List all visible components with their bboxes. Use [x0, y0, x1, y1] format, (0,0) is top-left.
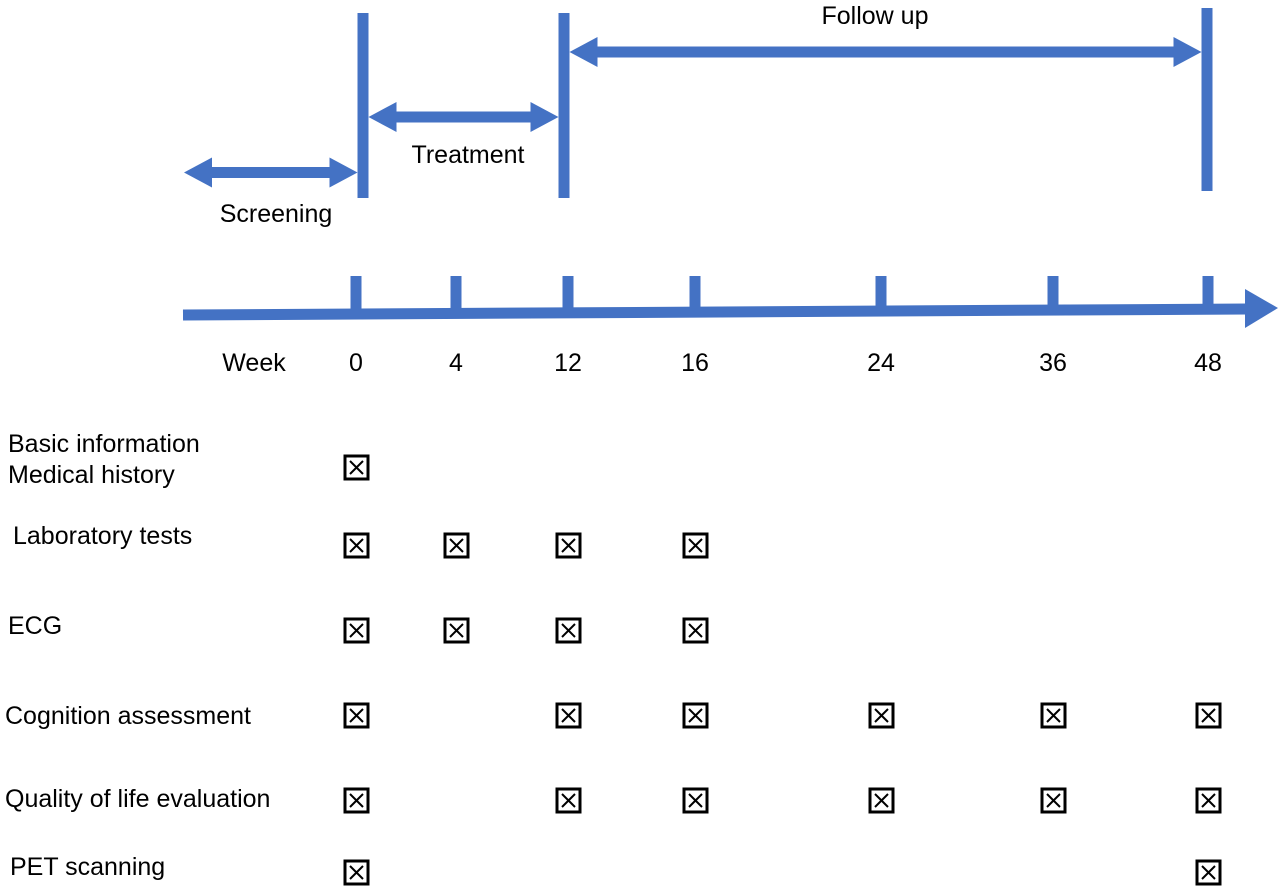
checked-checkbox-week-12 [555, 532, 582, 559]
x-mark-icon [1040, 787, 1066, 813]
assessment-label: Laboratory tests [13, 521, 192, 552]
assessment-label: Quality of life evaluation [5, 784, 270, 815]
timeline-axis-line [182, 303, 1249, 321]
assessment-label-line: Basic information [8, 430, 200, 458]
checked-checkbox-week-4 [443, 617, 470, 644]
week-ticks [350, 276, 1214, 318]
assessment-label-line: Laboratory tests [13, 522, 193, 550]
phase-label-treatment: Treatment [411, 141, 525, 169]
phase-label-screening: Screening [219, 200, 333, 228]
checked-checkbox-week-48 [1195, 859, 1222, 886]
treatment-arrow [368, 102, 559, 132]
checked-checkbox-week-48 [1195, 787, 1222, 814]
week-tick-label-48: 48 [1194, 349, 1222, 377]
checked-checkbox-week-0 [343, 859, 370, 886]
x-mark-icon [1195, 702, 1221, 728]
end-treatment-bar-week12 [558, 13, 570, 198]
x-mark-icon [555, 532, 581, 558]
x-mark-icon [555, 617, 581, 643]
week-tick-48 [1202, 276, 1214, 314]
end-study-bar-week48 [1201, 8, 1213, 191]
screening-arrowhead-right [329, 157, 358, 188]
follow-up-arrow [569, 37, 1202, 67]
week-tick-label-16: 16 [681, 349, 709, 377]
checked-checkbox-week-36 [1040, 702, 1067, 729]
checked-checkbox-week-36 [1040, 787, 1067, 814]
screening-arrowhead-left [184, 157, 212, 188]
checked-checkbox-week-24 [868, 787, 895, 814]
week-tick-16 [689, 276, 701, 317]
x-mark-icon [343, 617, 369, 643]
checked-checkbox-week-16 [682, 617, 709, 644]
x-mark-icon [555, 702, 581, 728]
x-mark-icon [682, 532, 708, 558]
assessment-label: Cognition assessment [5, 701, 251, 732]
screening-arrow [184, 157, 358, 188]
x-mark-icon [343, 454, 369, 480]
week-tick-12 [562, 276, 574, 317]
assessment-label: PET scanning [10, 852, 165, 883]
checked-checkbox-week-48 [1195, 702, 1222, 729]
x-mark-icon [555, 787, 581, 813]
week-axis-label: Week [222, 349, 286, 377]
x-mark-icon [343, 532, 369, 558]
x-mark-icon [682, 617, 708, 643]
treatment-arrowhead-left [368, 102, 397, 132]
timeline-axis-arrowhead [1245, 289, 1278, 328]
x-mark-icon [443, 617, 469, 643]
x-mark-icon [868, 702, 894, 728]
week-tick-label-0: 0 [349, 349, 363, 377]
assessment-label: ECG [8, 611, 62, 642]
follow-up-arrowhead-left [569, 37, 598, 67]
checked-checkbox-week-24 [868, 702, 895, 729]
checked-checkbox-week-12 [555, 617, 582, 644]
x-mark-icon [682, 702, 708, 728]
x-mark-icon [1040, 702, 1066, 728]
assessment-label-line: Medical history [8, 461, 175, 489]
week-tick-label-12: 12 [554, 349, 582, 377]
week-tick-24 [875, 276, 887, 316]
week-tick-0 [350, 276, 362, 318]
checked-checkbox-week-16 [682, 532, 709, 559]
week-tick-label-36: 36 [1039, 349, 1067, 377]
checked-checkbox-week-16 [682, 787, 709, 814]
x-mark-icon [343, 702, 369, 728]
treatment-arrowhead-right [530, 102, 559, 132]
x-mark-icon [443, 532, 469, 558]
checked-checkbox-week-0 [343, 702, 370, 729]
x-mark-icon [1195, 787, 1221, 813]
week-tick-label-24: 24 [867, 349, 895, 377]
week-tick-4 [450, 276, 462, 318]
checked-checkbox-week-0 [343, 617, 370, 644]
baseline-bar-week0 [357, 13, 369, 198]
checked-checkbox-week-4 [443, 532, 470, 559]
checked-checkbox-week-16 [682, 702, 709, 729]
checked-checkbox-week-0 [343, 532, 370, 559]
timeline-axis [182, 276, 1278, 328]
assessment-label-line: ECG [8, 612, 63, 640]
x-mark-icon [343, 859, 369, 885]
x-mark-icon [1195, 859, 1221, 885]
phase-label-follow-up: Follow up [821, 2, 929, 30]
assessment-label-line: Cognition assessment [5, 702, 251, 730]
assessment-label-line: PET scanning [10, 853, 166, 881]
x-mark-icon [343, 787, 369, 813]
week-tick-36 [1047, 276, 1059, 315]
x-mark-icon [868, 787, 894, 813]
checked-checkbox-week-12 [555, 787, 582, 814]
checked-checkbox-week-0 [343, 787, 370, 814]
assessment-label-line: Quality of life evaluation [5, 785, 271, 813]
checked-checkbox-week-0 [343, 454, 370, 481]
x-mark-icon [682, 787, 708, 813]
follow-up-arrowhead-right [1173, 37, 1202, 67]
week-tick-label-4: 4 [449, 349, 463, 377]
checked-checkbox-week-12 [555, 702, 582, 729]
